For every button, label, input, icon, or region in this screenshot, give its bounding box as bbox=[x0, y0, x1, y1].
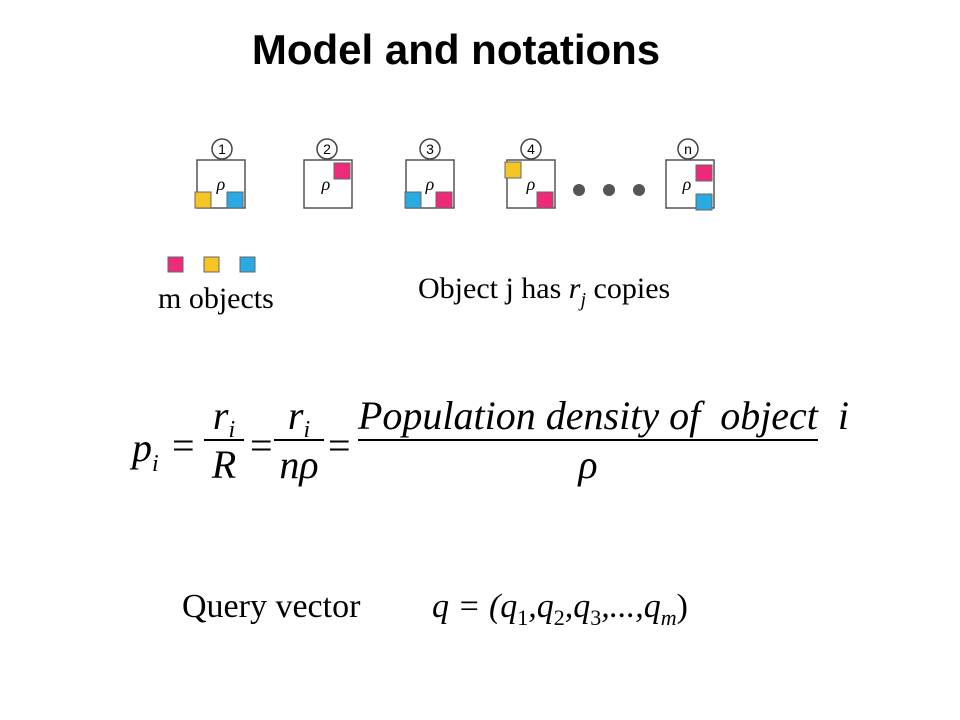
node-1: 1 ρ bbox=[194, 138, 246, 209]
fraction-r-over-nrho: ri nρ bbox=[274, 392, 324, 488]
equals-sign: = bbox=[250, 423, 273, 468]
frac2-denominator: nρ bbox=[279, 442, 319, 487]
legend-square-blue bbox=[239, 256, 256, 273]
query-sub-m: m bbox=[660, 605, 677, 630]
copies-text-pre: Object j has bbox=[418, 272, 562, 305]
node-label-circle bbox=[211, 138, 233, 160]
query-vector-expression: q = (q1,q2,q3,...,qm) bbox=[432, 588, 688, 630]
query-sub-3: 3 bbox=[590, 605, 602, 630]
ellipsis-dot bbox=[573, 184, 585, 196]
node-label-circle bbox=[520, 138, 542, 160]
frac2-num-var: r bbox=[287, 393, 304, 438]
node-label-circle bbox=[419, 138, 441, 160]
frac1-num-var: r bbox=[212, 393, 229, 438]
node-rho: ρ bbox=[425, 174, 435, 194]
objects-label: m objects bbox=[158, 282, 274, 315]
ellipsis-dot bbox=[633, 184, 645, 196]
query-sub-1: 1 bbox=[517, 605, 529, 630]
object-square-pink bbox=[536, 191, 554, 209]
object-square-blue bbox=[226, 191, 244, 209]
query-expr-c1: ,q bbox=[528, 588, 554, 625]
query-expr-c3: ,...,q bbox=[601, 588, 661, 625]
equals-sign: = bbox=[172, 423, 195, 468]
query-expr-pre: q = (q bbox=[432, 588, 518, 625]
fraction-bar bbox=[358, 439, 818, 441]
legend-square-pink bbox=[167, 256, 184, 273]
node-label: 1 bbox=[218, 141, 226, 157]
node-label: 2 bbox=[323, 141, 331, 157]
copies-statement: Object j has rj copies bbox=[418, 272, 671, 311]
frac2-num-sub: i bbox=[303, 417, 311, 443]
fraction-bar bbox=[204, 439, 244, 441]
formula-lhs-var: p bbox=[132, 425, 152, 470]
frac2-numerator: ri bbox=[274, 392, 324, 443]
object-square-blue bbox=[695, 193, 713, 211]
object-square-blue bbox=[404, 191, 422, 209]
fraction-r-over-R: ri R bbox=[204, 392, 244, 488]
slide-title: Model and notations bbox=[251, 26, 661, 73]
formula-lhs-sub: i bbox=[152, 451, 159, 477]
copies-text-post: copies bbox=[593, 272, 671, 305]
formula-lhs: pi bbox=[132, 424, 159, 477]
node-label: 3 bbox=[426, 141, 434, 157]
query-vector-label: Query vector bbox=[182, 588, 361, 625]
node-rho: ρ bbox=[321, 174, 331, 194]
copies-sub: j bbox=[580, 289, 587, 311]
frac1-num-sub: i bbox=[228, 417, 236, 443]
object-square-pink bbox=[333, 162, 351, 180]
fraction-bar bbox=[274, 439, 324, 441]
node-n: n ρ bbox=[665, 138, 715, 211]
object-square-yellow bbox=[504, 161, 522, 179]
object-square-pink bbox=[435, 191, 453, 209]
node-rho: ρ bbox=[526, 174, 536, 194]
node-box bbox=[303, 159, 353, 209]
node-4: 4 ρ bbox=[504, 138, 556, 209]
equals-sign: = bbox=[328, 423, 351, 468]
legend-square-yellow bbox=[203, 256, 220, 273]
node-rho: ρ bbox=[216, 174, 226, 194]
ellipsis-dot bbox=[603, 184, 615, 196]
node-rho: ρ bbox=[682, 174, 692, 194]
frac3-numerator: Population density of object i bbox=[358, 393, 850, 438]
query-expr-c2: ,q bbox=[564, 588, 591, 625]
frac1-numerator: ri bbox=[204, 392, 244, 443]
frac3-denominator: ρ bbox=[578, 442, 598, 487]
node-label: n bbox=[684, 141, 692, 157]
fraction-density-over-rho: Population density of object i ρ bbox=[358, 392, 850, 488]
query-expr-close: ) bbox=[676, 588, 688, 625]
node-label: 4 bbox=[527, 141, 535, 157]
node-2: 2 ρ bbox=[303, 138, 353, 209]
node-label-circle bbox=[677, 138, 699, 160]
node-label-circle bbox=[316, 138, 338, 160]
copies-var: r bbox=[568, 272, 581, 305]
node-3: 3 ρ bbox=[404, 138, 455, 209]
object-square-pink bbox=[695, 164, 713, 182]
query-sub-2: 2 bbox=[553, 605, 565, 630]
object-square-yellow bbox=[194, 191, 212, 209]
frac1-denominator: R bbox=[211, 442, 237, 487]
